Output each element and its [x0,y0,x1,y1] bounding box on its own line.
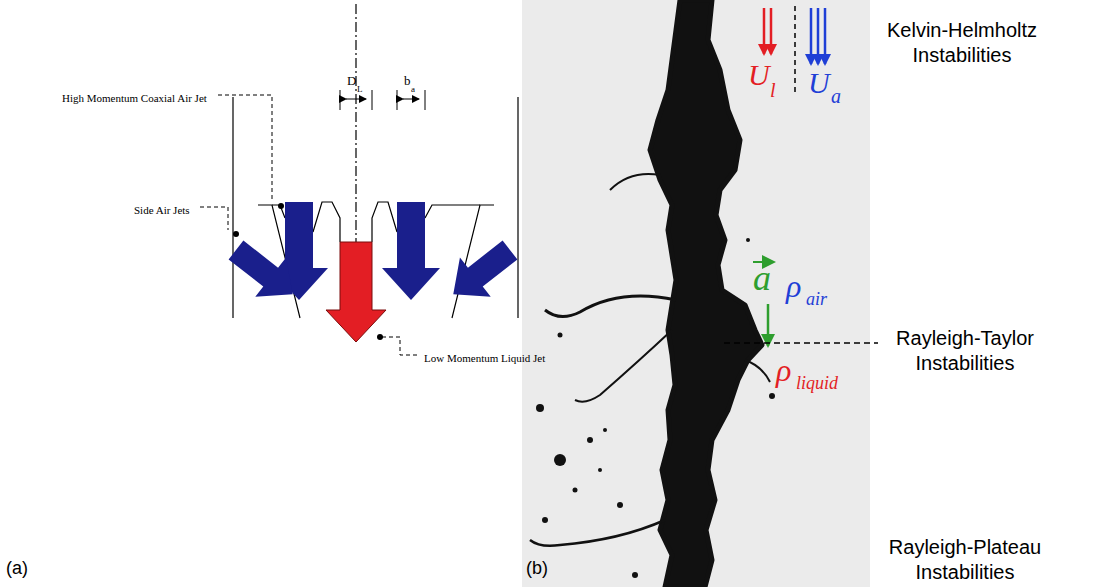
part-label: Low Momentum Liquid Jet [424,352,545,366]
acceleration-arrow [767,304,770,346]
velocity-subscript-holder: a [831,84,841,109]
density-subscript-holder: liquid [796,372,838,395]
side-air-arrow [438,230,526,314]
density-symbol: ρ [786,266,801,306]
liquid-jet-arrow [326,242,386,342]
interface-line [724,342,878,344]
dimension-subscript-holder: a [411,78,415,96]
velocity-subscript: l [770,78,776,103]
dimension-subscript-holder: L [357,78,363,96]
droplets [536,238,775,578]
air-velocity-arrow [824,8,827,64]
dimension-tick [397,90,398,110]
jet-photograph [522,0,878,587]
acceleration-symbol: a [753,256,771,301]
instability-label: Kelvin-Helmholtz Instabilities [872,18,1052,68]
nozzle-lip [313,202,340,242]
dimension-symbol: b [404,73,411,89]
velocity-subscript: a [831,84,841,109]
instability-label: Rayleigh-Plateau Instabilities [875,535,1055,585]
velocity-symbol-holder: U [748,56,770,94]
ligament [575,330,672,402]
density-subscript-holder: air [806,288,827,311]
instability-label-holder: Rayleigh-Taylor Instabilities [875,326,1055,376]
photo-ground [522,0,870,587]
velocity-symbol-holder: U [808,64,830,102]
leader-dot [278,203,284,209]
liquid-column [650,0,762,587]
dimension-symbol: D [347,73,356,89]
dimension-subscript: L [357,84,363,95]
coaxial-air-arrow [382,202,440,300]
housing-wall [517,97,518,318]
dimension-subscript: a [411,84,415,95]
leader-line [218,95,272,202]
housing-wall [232,97,233,318]
part-label-holder: High Momentum Coaxial Air Jet [62,88,207,106]
ligament [545,296,676,317]
part-label: Side Air Jets [134,204,190,218]
leader-line [200,207,228,230]
part-label: High Momentum Coaxial Air Jet [62,92,207,106]
acceleration-symbol-holder: a [753,256,771,301]
density-symbol-holder: ρ [786,266,801,306]
velocity-subscript-holder: l [770,78,776,103]
liquid-velocity-arrow [763,8,766,54]
leader-line [382,337,420,355]
ligament [745,360,770,382]
density-subscript: liquid [796,372,838,395]
dimension-line [346,99,366,100]
leader-dot [233,231,239,237]
instability-label-holder: Rayleigh-Plateau Instabilities [875,535,1055,585]
density-symbol-holder: ρ [776,350,791,390]
dimension-symbol-holder: b [404,71,411,89]
panel-label-holder: (b) [526,557,548,580]
density-subscript: air [806,288,827,311]
dimension-tick [372,90,373,110]
nozzle-lip [425,205,480,218]
panel-label: (b) [526,557,548,580]
dimension-line [403,99,419,100]
injector-schematic [200,4,525,355]
instability-label-holder: Kelvin-Helmholtz Instabilities [872,18,1052,68]
interface-line [794,6,796,92]
air-velocity-arrow [817,8,820,64]
part-label-holder: Low Momentum Liquid Jet [424,348,545,366]
leader-dot [377,334,383,340]
dimension-tick [425,90,426,110]
ligament [610,174,660,190]
side-air-arrow [221,230,309,314]
dimension-tick [340,90,341,110]
velocity-symbol: U [748,56,770,94]
nozzle-lip [372,202,397,242]
instability-label: Rayleigh-Taylor Instabilities [875,326,1055,376]
panel-label: (a) [6,557,28,580]
part-label-holder: Side Air Jets [134,200,190,218]
velocity-symbol: U [808,64,830,102]
air-velocity-arrow [810,8,813,64]
liquid-velocity-arrow [770,8,773,54]
panel-label-holder: (a) [6,557,28,580]
dimension-symbol-holder: D [347,71,356,89]
ligament [530,520,665,546]
density-symbol: ρ [776,350,791,390]
